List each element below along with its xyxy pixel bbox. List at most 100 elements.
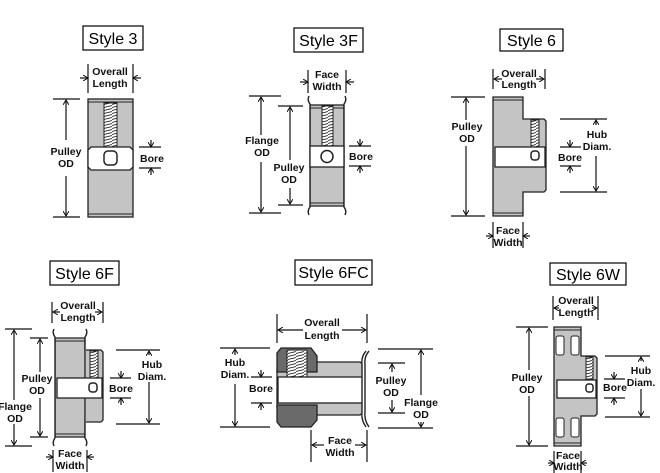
overall-label: Overall xyxy=(501,68,537,80)
bore-dimension: Bore xyxy=(139,140,164,175)
bore-label: Bore xyxy=(349,151,373,163)
flange-od-dimension: Flange OD xyxy=(245,95,281,214)
bore-label: Bore xyxy=(558,152,582,164)
style-6-title: Style 6 xyxy=(499,28,564,52)
style-3f-diagram: Style 3F Face Width Flange OD xyxy=(245,27,373,216)
web-cutout xyxy=(555,335,565,356)
title-text: Style 6FC xyxy=(298,265,368,282)
set-screw-thread xyxy=(530,119,540,148)
bore-dimension: Bore xyxy=(109,371,133,405)
flange-left xyxy=(52,328,56,447)
pulley-od-dimension: Pulley OD xyxy=(274,105,305,206)
bore-label: Bore xyxy=(140,153,164,165)
set-screw-thread xyxy=(286,349,308,378)
set-screw-icon xyxy=(88,382,98,393)
set-screw-thread xyxy=(585,356,594,380)
hub-diam-dimension: Hub Diam. xyxy=(560,118,611,193)
pulley-label: Pulley xyxy=(512,372,543,384)
set-screw-icon xyxy=(585,383,594,393)
bore-label: Bore xyxy=(109,383,133,395)
overall-length-dimension: Overall Length xyxy=(552,295,599,320)
hub-label: Hub xyxy=(587,129,607,141)
bore-dimension: Bore xyxy=(558,140,582,173)
web-cutout xyxy=(555,417,565,438)
face-label: Face xyxy=(496,225,520,237)
pulley-body xyxy=(276,347,370,428)
overall-label: Overall xyxy=(558,295,594,307)
set-screw-icon xyxy=(530,150,540,161)
od-label: OD xyxy=(281,174,297,186)
style-6w-diagram: Style 6W Overall Length xyxy=(512,262,656,473)
face-width-dimension: Face Width xyxy=(548,450,587,473)
bore-dimension: Bore xyxy=(249,370,273,410)
face-width-dimension: Face Width xyxy=(310,430,368,462)
hub-label: Hub xyxy=(225,357,245,369)
face-width-dimension: Face Width xyxy=(46,448,94,472)
face-width-dimension: Face Width xyxy=(300,69,354,93)
overall-length-dimension: Overall Length xyxy=(80,64,141,93)
face-label: Face xyxy=(556,450,580,462)
pulley-label: Pulley xyxy=(274,162,305,174)
title-text: Style 3F xyxy=(299,33,358,50)
od-label: OD xyxy=(413,409,429,421)
bore-label: Bore xyxy=(603,382,627,394)
diam-label: Diam. xyxy=(138,371,167,383)
pulley-label: Pulley xyxy=(452,121,483,133)
style-6f-diagram: Style 6F Overall Length Flange OD xyxy=(0,260,167,472)
style-3f-title: Style 3F xyxy=(293,27,364,53)
od-label: OD xyxy=(7,413,23,425)
face-width-dimension: Face Width xyxy=(486,222,530,249)
title-text: Style 3 xyxy=(89,31,138,48)
pulley-body xyxy=(553,326,598,447)
hub-diam-dimension: Hub Diam. xyxy=(116,349,167,425)
flange-edge xyxy=(364,350,370,428)
set-screw-icon xyxy=(320,149,334,164)
pulley-od-dimension: Pulley OD xyxy=(22,337,53,438)
style-3-title: Style 3 xyxy=(82,25,144,51)
od-label: OD xyxy=(459,133,475,145)
style-6fc-title: Style 6FC xyxy=(294,259,373,286)
length-label: Length xyxy=(559,307,594,319)
pulley-label: Pulley xyxy=(376,375,407,387)
length-label: Length xyxy=(93,78,128,90)
width-label: Width xyxy=(553,461,582,473)
width-label: Width xyxy=(493,237,522,249)
pulley-od-dimension: Pulley OD xyxy=(451,96,485,217)
set-screw-icon xyxy=(103,150,118,166)
pulley-od-dimension: Pulley OD xyxy=(512,326,548,447)
style-6w-title: Style 6W xyxy=(549,262,627,286)
web-cutout xyxy=(570,335,580,356)
hub-diam-dimension: Hub Diam. xyxy=(220,347,270,428)
pulley-body xyxy=(307,95,347,216)
flange-label: Flange xyxy=(404,397,438,409)
style-6-diagram: Style 6 Overall Length Pulley OD xyxy=(451,28,611,249)
bore-label: Bore xyxy=(249,383,273,395)
diam-label: Diam. xyxy=(221,369,250,381)
web-cutout xyxy=(570,417,580,438)
flange-od-dimension: Flange OD xyxy=(378,348,438,429)
diam-label: Diam. xyxy=(627,377,656,389)
hub-bottom xyxy=(276,404,318,428)
width-label: Width xyxy=(312,81,341,93)
overall-label: Overall xyxy=(304,317,340,329)
set-screw-thread xyxy=(89,350,99,379)
pulley-od-dimension: Pulley OD xyxy=(51,98,82,218)
style-6f-title: Style 6F xyxy=(49,260,120,286)
pulley-label: Pulley xyxy=(22,373,53,385)
bore-hole xyxy=(277,376,366,404)
pulley-body xyxy=(52,328,104,447)
od-label: OD xyxy=(383,387,399,399)
length-label: Length xyxy=(305,330,340,342)
flange-label: Flange xyxy=(0,401,32,413)
od-label: OD xyxy=(29,385,45,397)
overall-label: Overall xyxy=(92,66,128,78)
title-text: Style 6W xyxy=(556,267,621,284)
title-text: Style 6F xyxy=(55,266,114,283)
overall-length-dimension: Overall Length xyxy=(276,314,368,343)
hub-diam-dimension: Hub Diam. xyxy=(605,355,656,418)
length-label: Length xyxy=(502,79,537,91)
face-label: Face xyxy=(328,435,352,447)
width-label: Width xyxy=(325,447,354,459)
length-label: Length xyxy=(61,312,96,324)
